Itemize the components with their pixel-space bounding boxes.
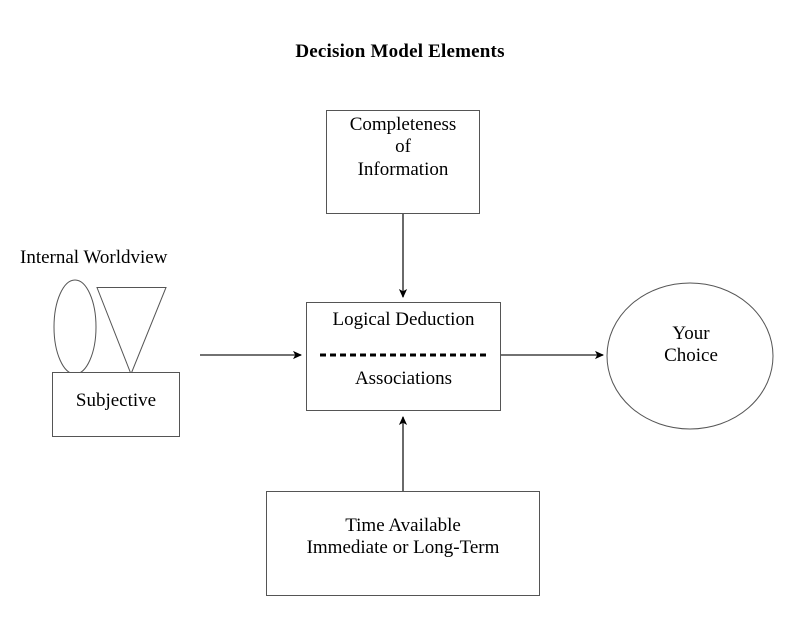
worldview-ellipse-shape xyxy=(53,279,97,375)
node-subjective-box[interactable] xyxy=(52,372,180,437)
worldview-triangle-shape xyxy=(96,287,167,376)
node-time-available-box[interactable] xyxy=(266,491,540,596)
node-your-choice-ellipse[interactable] xyxy=(606,282,774,430)
node-completeness-box[interactable] xyxy=(326,110,480,214)
